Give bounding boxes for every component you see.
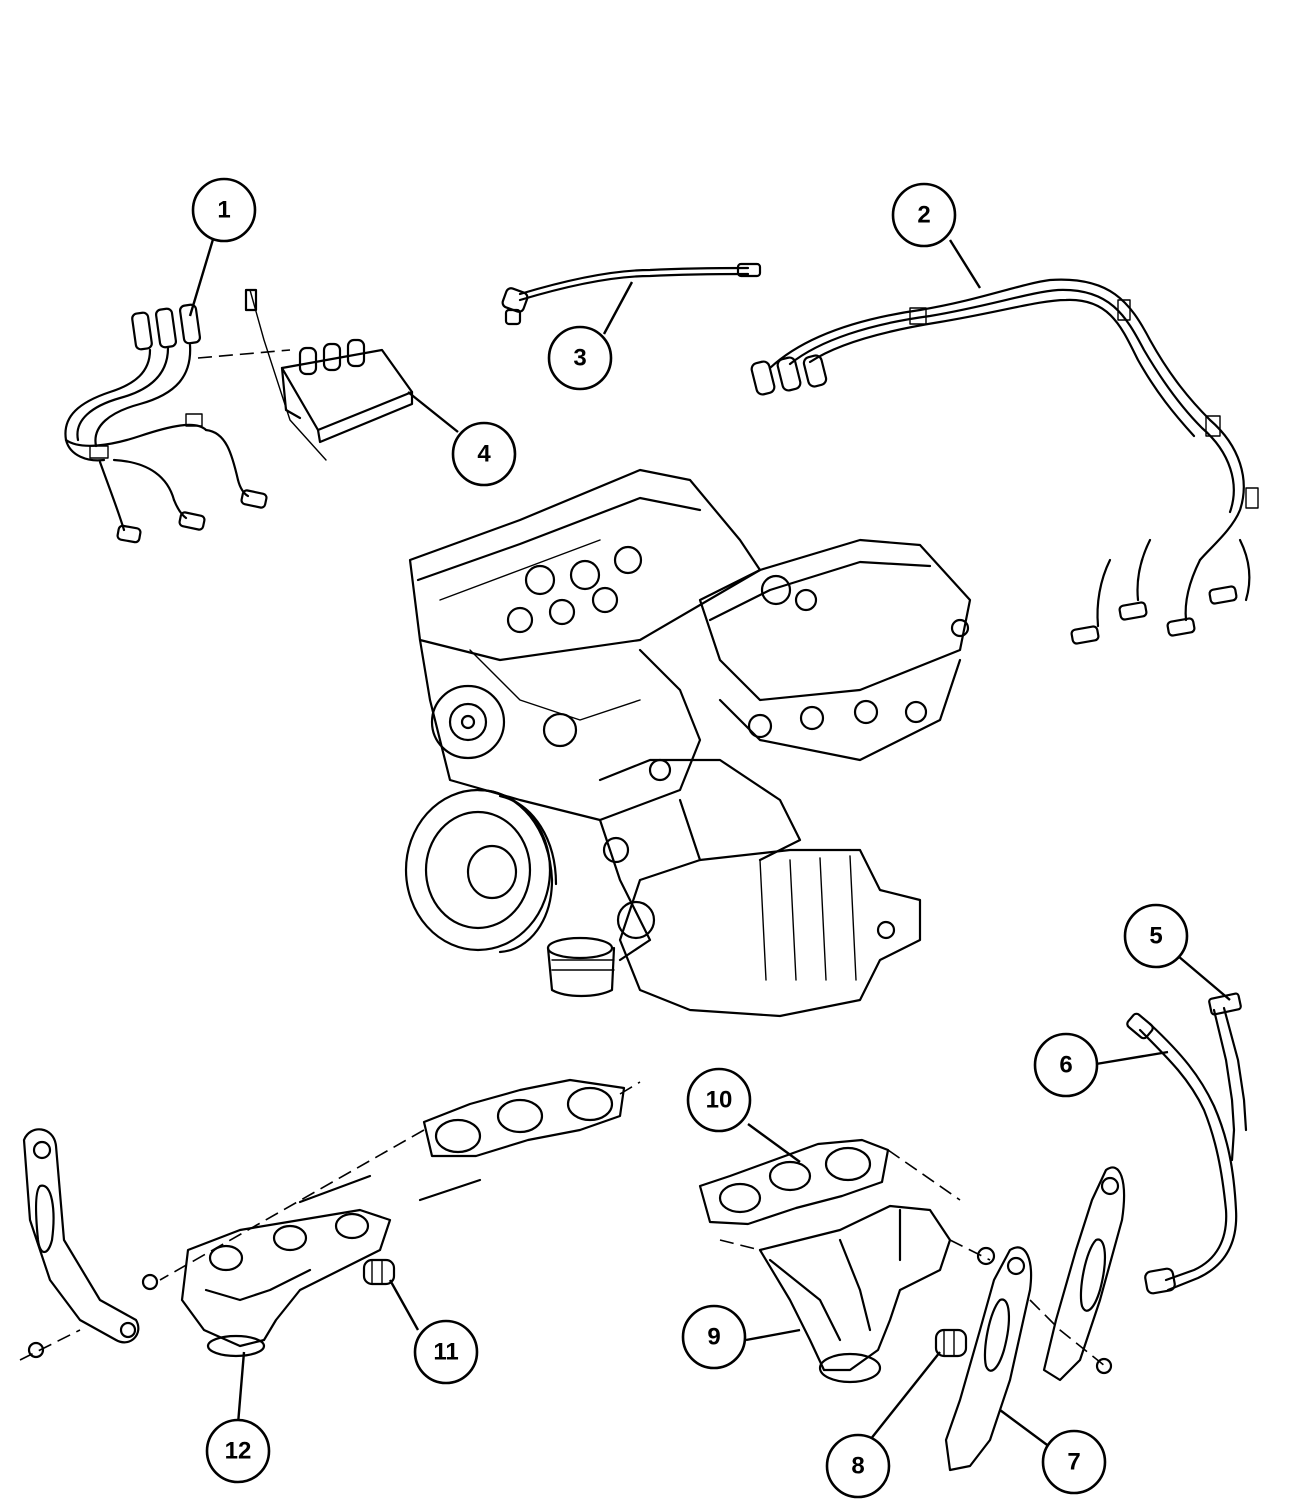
callout-10: 10 — [686, 1067, 752, 1133]
callout-8: 8 — [825, 1433, 891, 1499]
callout-number: 11 — [433, 1339, 458, 1366]
callout-number: 12 — [225, 1438, 252, 1465]
callout-9: 9 — [681, 1304, 747, 1370]
callout-7: 7 — [1041, 1429, 1107, 1495]
callout-5: 5 — [1123, 903, 1189, 969]
heat-shield-bracket-icon — [19, 1128, 140, 1361]
exhaust-manifold-left-icon — [141, 1078, 641, 1358]
leader-lines — [188, 235, 1231, 1457]
callout-1: 1 — [191, 177, 257, 243]
callout-number: 10 — [706, 1087, 733, 1114]
callout-11: 11 — [413, 1319, 479, 1385]
callout-number: 7 — [1067, 1449, 1080, 1476]
ignition-coil-wire-icon — [501, 262, 762, 326]
callout-number: 1 — [217, 197, 230, 224]
callout-number: 3 — [573, 345, 586, 372]
callout-number: 5 — [1149, 923, 1162, 950]
heat-shield-bracket-icon — [944, 1166, 1126, 1472]
callout-number: 6 — [1059, 1052, 1072, 1079]
callout-3: 3 — [547, 325, 613, 391]
callout-12: 12 — [205, 1418, 271, 1484]
oxygen-sensor-plug-icon — [362, 1258, 396, 1286]
callout-number: 9 — [707, 1324, 720, 1351]
callout-2: 2 — [891, 182, 957, 248]
exhaust-manifold-right-icon — [719, 1204, 996, 1384]
ignition-coil-pack-icon — [244, 288, 414, 461]
engine-assembly-icon — [404, 468, 972, 1018]
manifold-gasket-right-icon — [698, 1138, 961, 1226]
callout-number: 4 — [477, 441, 491, 468]
ignition-wire-set-right-icon — [750, 278, 1259, 645]
callout-6: 6 — [1033, 1032, 1099, 1098]
oil-dipstick-icon — [1208, 992, 1248, 1162]
callout-number: 8 — [851, 1453, 864, 1480]
callout-number: 2 — [917, 202, 930, 229]
oxygen-sensor-plug-icon — [934, 1328, 968, 1358]
callout-4: 4 — [451, 421, 517, 487]
ignition-wire-set-left-icon — [64, 303, 291, 544]
dipstick-tube-icon — [1126, 1012, 1238, 1295]
